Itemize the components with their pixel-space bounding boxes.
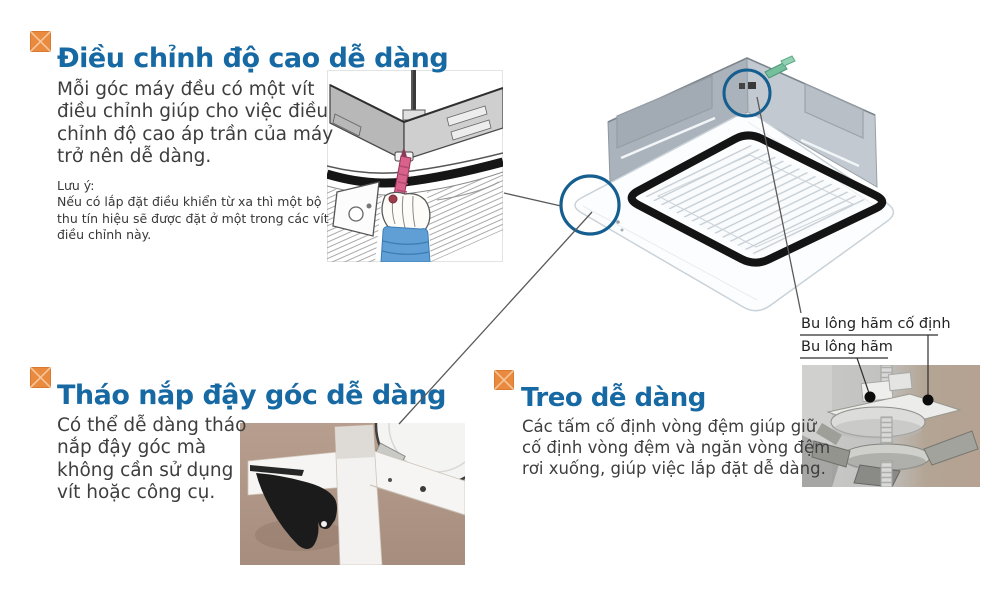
section-body-corner-cap: Có thể dễ dàng tháo nắp đậy góc mà không… xyxy=(57,414,247,504)
label-washer-bolt: Bu lông hãm xyxy=(801,339,893,355)
diamond-bullet-icon xyxy=(30,31,51,52)
section-title-corner-cap: Tháo nắp đậy góc dễ dàng xyxy=(57,380,446,412)
figure-screwdriver-adjustment xyxy=(327,70,503,262)
corner-cap-photo xyxy=(240,423,465,565)
figure-corner-cap-photo xyxy=(240,423,465,565)
section-title-hanging: Treo dễ dàng xyxy=(521,382,706,413)
section-note-height-adjust: Lưu ý: Nếu có lắp đặt điều khiển từ xa t… xyxy=(57,177,329,243)
screwdriver-illustration xyxy=(327,70,503,262)
diamond-bullet-icon xyxy=(494,370,514,390)
diamond-bullet-icon xyxy=(30,367,51,388)
figure-ac-cassette-unit xyxy=(553,28,985,320)
label-fixed-washer-bolt: Bu lông hãm cố định xyxy=(801,316,951,332)
section-body-hanging: Các tấm cố định vòng đệm giúp giữ cố địn… xyxy=(522,416,831,478)
ac-unit-illustration xyxy=(574,55,895,312)
section-title-height-adjust: Điều chỉnh độ cao dễ dàng xyxy=(57,43,449,75)
section-body-height-adjust: Mỗi góc máy đều có một vít điều chỉnh gi… xyxy=(57,78,334,168)
